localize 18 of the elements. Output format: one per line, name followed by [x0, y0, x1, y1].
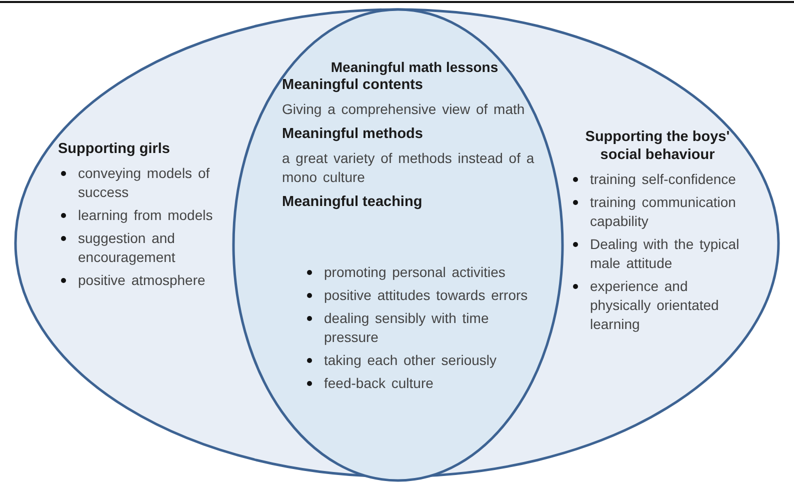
list-item: training self-confidence [590, 170, 737, 189]
description-text: Giving a comprehensive view of math [282, 100, 526, 119]
list-item: positive attitudes towards errors [324, 286, 529, 305]
description-text: a great variety of methods instead of a mono culture [282, 149, 536, 187]
list-item: experience and physically orientated learning [590, 277, 720, 334]
inner-ellipse [232, 8, 564, 482]
section-heading: Meaningful teaching [282, 193, 424, 211]
list-item: feed-back culture [324, 374, 434, 393]
section-heading: Supporting the boys' social behaviour [584, 128, 731, 164]
list-item: learning from models [78, 206, 214, 225]
list-item: positive atmosphere [78, 271, 206, 290]
section-heading: Meaningful contents [282, 76, 424, 94]
list-item: training communication capability [590, 193, 737, 231]
title: Meaningful math lessons [330, 58, 500, 76]
list-item: promoting personal activities [324, 263, 506, 282]
list-item: taking each other seriously [324, 351, 498, 370]
section-heading: Supporting girls [58, 140, 171, 158]
section-heading: Meaningful methods [282, 125, 424, 143]
